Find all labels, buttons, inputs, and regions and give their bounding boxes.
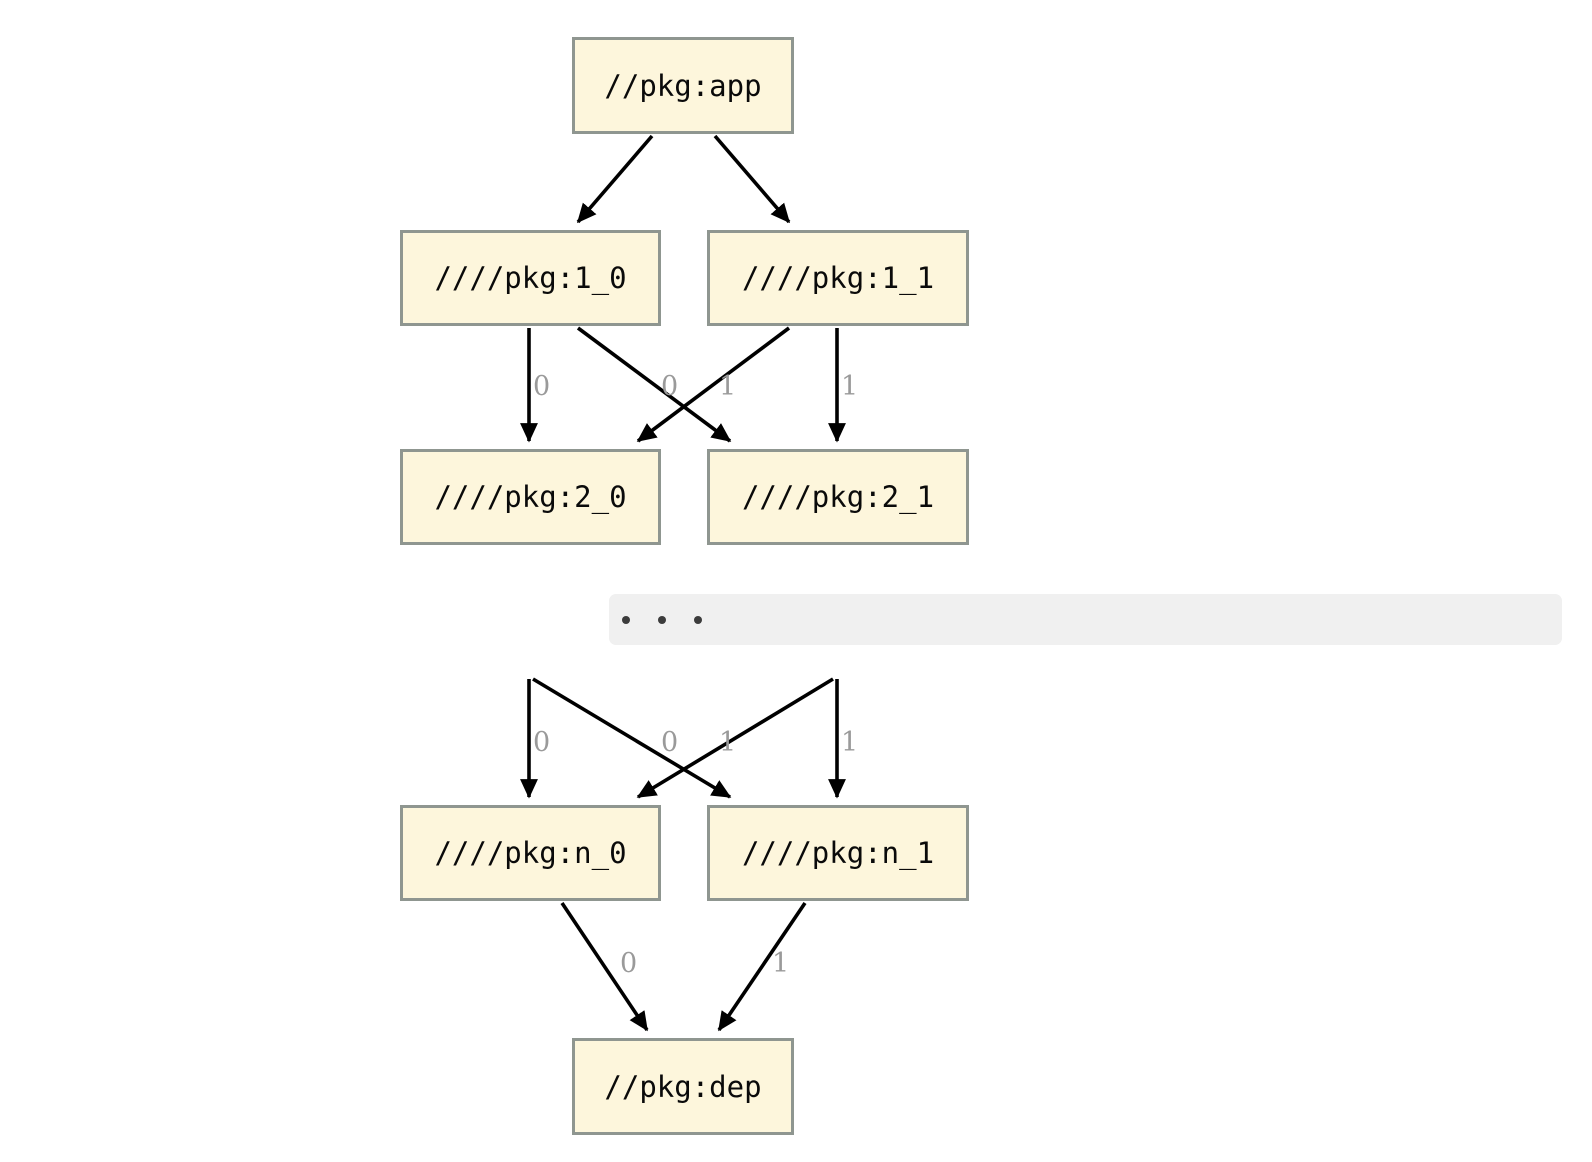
- edge-label-1_1-to-2_0: 1: [719, 371, 737, 402]
- node-label: ////pkg:1_1: [741, 261, 935, 295]
- ellipsis-truncation-band: [609, 594, 1562, 645]
- node-label: ////pkg:2_0: [434, 480, 627, 514]
- edge-1_0-to-2_1: [576, 326, 732, 443]
- edge-app-to-1_1: [713, 134, 791, 224]
- node-2_0[interactable]: ////pkg:2_0: [400, 449, 661, 545]
- edge-label-n_1-to-dep: 1: [772, 948, 790, 979]
- ellipsis-dot-2: [658, 615, 666, 624]
- node-label: ////pkg:n_1: [741, 836, 935, 870]
- node-app[interactable]: //pkg:app: [572, 37, 794, 134]
- edge-label-hidden_1-to-n_0: 1: [719, 727, 737, 758]
- node-dep[interactable]: //pkg:dep: [572, 1038, 794, 1135]
- node-1_1[interactable]: ////pkg:1_1: [707, 230, 969, 326]
- node-label: //pkg:app: [604, 68, 762, 103]
- node-2_1[interactable]: ////pkg:2_1: [707, 449, 969, 545]
- node-n_0[interactable]: ////pkg:n_0: [400, 805, 661, 901]
- edge-label-1_0-to-2_1: 0: [661, 371, 679, 402]
- edge-hidden_0-to-n_1: [532, 677, 732, 799]
- ellipsis-dot-1: [622, 615, 630, 624]
- ellipsis-dot-3: [694, 615, 702, 624]
- node-1_0[interactable]: ////pkg:1_0: [400, 230, 661, 326]
- edge-label-hidden_1-to-n_1: 1: [841, 727, 859, 758]
- edge-label-hidden_0-to-n_1: 0: [661, 727, 679, 758]
- edge-1_1-to-2_0: [636, 326, 791, 443]
- edge-app-to-1_0: [576, 134, 654, 224]
- node-label: ////pkg:2_1: [741, 480, 935, 514]
- edge-label-1_1-to-2_1: 1: [841, 371, 859, 402]
- edge-n_1-to-dep: [717, 901, 807, 1032]
- node-label: //pkg:dep: [604, 1069, 762, 1104]
- edge-n_0-to-dep: [560, 901, 649, 1032]
- node-label: ////pkg:n_0: [434, 836, 627, 870]
- edge-label-hidden_0-to-n_0: 0: [533, 727, 551, 758]
- edge-label-1_0-to-2_0: 0: [533, 371, 551, 402]
- node-n_1[interactable]: ////pkg:n_1: [707, 805, 969, 901]
- edges-group: [520, 134, 846, 1032]
- edge-label-n_0-to-dep: 0: [620, 948, 638, 979]
- edge-hidden_1-to-n_0: [636, 677, 834, 799]
- node-label: ////pkg:1_0: [434, 261, 627, 295]
- ellipsis-dots: [622, 615, 730, 624]
